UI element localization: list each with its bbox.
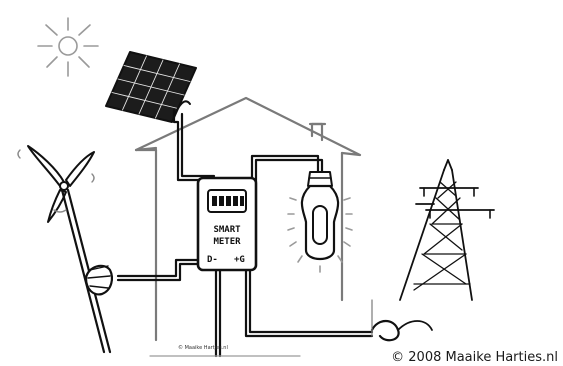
wind-turbine-icon <box>18 146 112 352</box>
meter-label-line2: METER <box>213 237 241 247</box>
meter-plus-label: +G <box>234 255 245 265</box>
electricity-pylon-icon <box>372 160 494 340</box>
sun-icon <box>38 18 98 76</box>
meter-label-line1: SMART <box>213 225 241 235</box>
wall-signature-text: © Maaike Hartjes.nl <box>178 344 228 351</box>
meter-minus-label: D- <box>207 255 218 265</box>
solar-panel-icon <box>106 52 196 122</box>
smart-meter: SMART METER D- +G <box>198 178 256 270</box>
copyright-notice: © 2008 Maaike Harties.nl <box>389 350 560 365</box>
